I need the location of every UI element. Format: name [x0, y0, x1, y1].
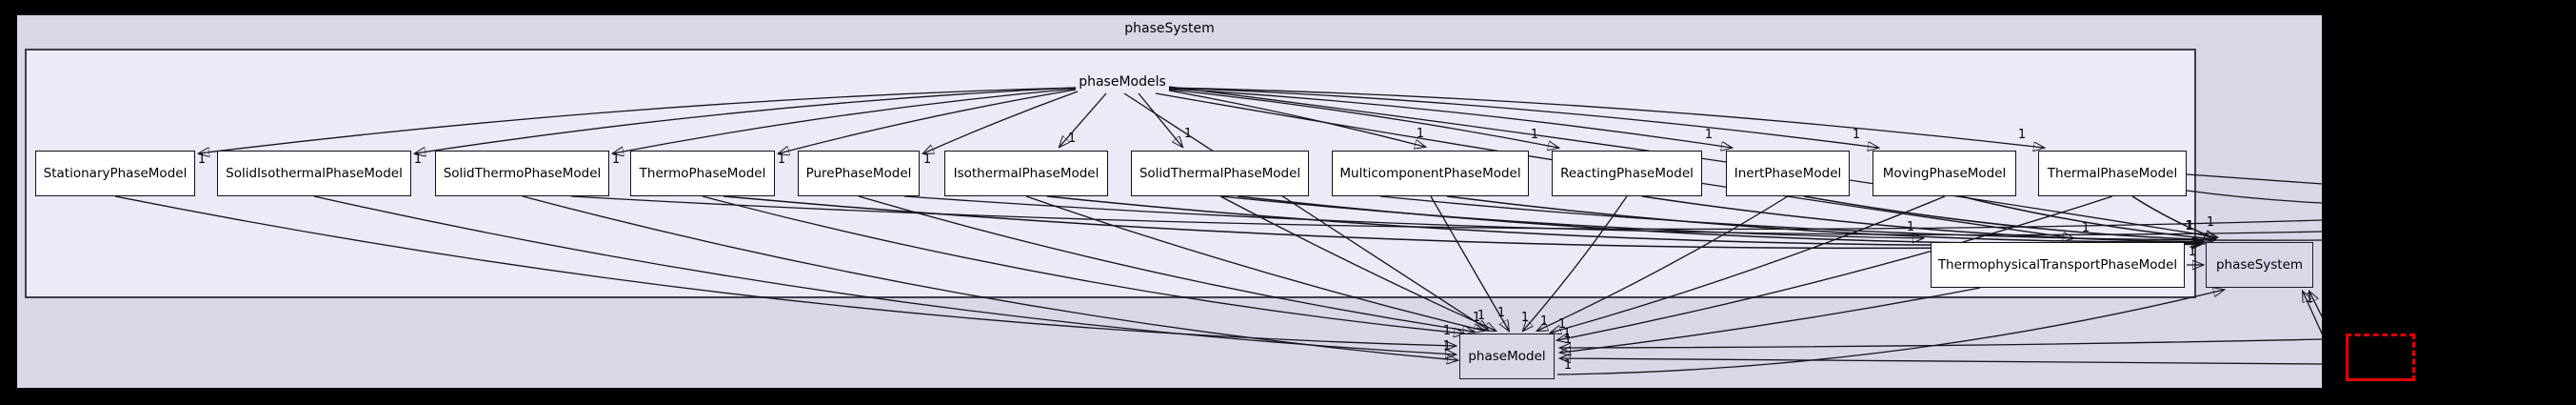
node-ThermophysicalTransportPhaseModel[interactable]: ThermophysicalTransportPhaseModel — [1931, 242, 2185, 288]
node-PurePhaseModel[interactable]: PurePhaseModel — [798, 151, 920, 196]
node-ThermalPhaseModel[interactable]: ThermalPhaseModel — [2038, 151, 2187, 196]
node-SolidIsothermalPhaseModel[interactable]: SolidIsothermalPhaseModel — [217, 151, 411, 196]
node-phase-models[interactable]: phaseModels — [1079, 74, 1166, 90]
node-ThermoPhaseModel[interactable]: ThermoPhaseModel — [630, 151, 775, 196]
node-MovingPhaseModel[interactable]: MovingPhaseModel — [1873, 151, 2016, 196]
truncated-node-box[interactable] — [2346, 334, 2415, 381]
node-MulticomponentPhaseModel[interactable]: MulticomponentPhaseModel — [1332, 151, 1529, 196]
node-phaseModel[interactable]: phaseModel — [1459, 334, 1555, 379]
node-ReactingPhaseModel[interactable]: ReactingPhaseModel — [1552, 151, 1702, 196]
node-StationaryPhaseModel[interactable]: StationaryPhaseModel — [35, 151, 195, 196]
node-InertPhaseModel[interactable]: InertPhaseModel — [1726, 151, 1850, 196]
node-SolidThermalPhaseModel[interactable]: SolidThermalPhaseModel — [1131, 151, 1309, 196]
cluster-phase-system-label: phaseSystem — [1124, 21, 1215, 36]
node-IsothermalPhaseModel[interactable]: IsothermalPhaseModel — [944, 151, 1108, 196]
node-SolidThermoPhaseModel[interactable]: SolidThermoPhaseModel — [435, 151, 609, 196]
node-phaseSystem[interactable]: phaseSystem — [2206, 242, 2313, 288]
